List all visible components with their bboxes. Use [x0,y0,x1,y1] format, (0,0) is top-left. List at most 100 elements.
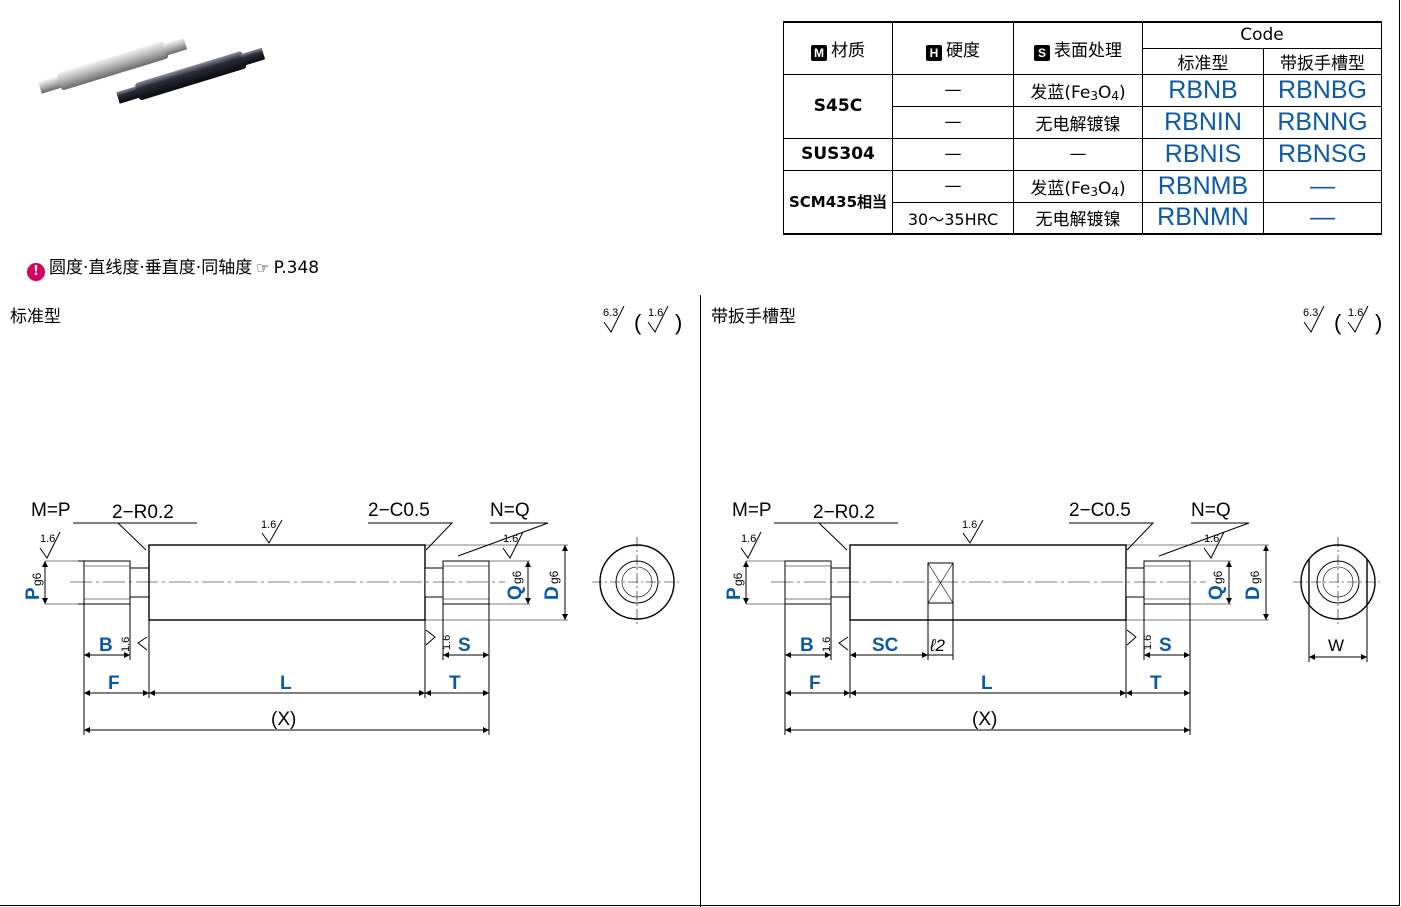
rough-16-a: 1.6 [40,533,55,545]
pointing-hand-icon: ☞ [256,259,270,277]
nq-label: N=Q [490,500,530,521]
rough-16-d: 1.6 [120,637,132,652]
warning-icon: ! [27,263,45,281]
rough-16-b: 1.6 [503,533,518,545]
q-label-r: Q [1206,585,1227,600]
sc-label: SC [872,635,899,656]
wrench-arrows [743,545,1367,733]
cell-surface: 无电解镀镍 [1013,201,1143,235]
cell-code-wrench: RBNSG [1263,137,1382,171]
rough-paren-left: 1.6 [648,307,663,319]
l-label-r: L [981,673,993,694]
table-row: SUS304 — — RBNIS RBNSG [783,137,1382,171]
d-g6: g6 [547,570,561,584]
rough-16-e: 1.6 [441,635,453,650]
cell-surface: 无电解镀镍 [1013,105,1143,139]
s-label-r: S [1159,635,1172,656]
cell-code-wrench: — [1263,201,1382,235]
product-photo [38,37,266,104]
cell-hardness: — [892,73,1014,107]
p-label-r: P [724,587,745,600]
cell-code-standard: RBNIN [1142,105,1264,139]
cell-code-wrench: RBNNG [1263,105,1382,139]
c-label: 2−C0.5 [368,500,430,521]
rough-16-c: 1.6 [261,519,276,531]
t-label: T [449,673,461,694]
p-label: P [23,587,44,600]
standard-type-drawing [44,522,682,735]
rough-16-rd: 1.6 [821,637,833,652]
cell-code-wrench: — [1263,169,1382,203]
header-code: Code [1142,21,1382,49]
cell-code-standard: RBNMN [1142,201,1264,235]
paren-close-right: ) [1375,310,1382,335]
w-label: W [1328,636,1344,655]
cell-code-standard: RBNB [1142,73,1264,107]
cell-surface: — [1013,137,1143,171]
rough-16-rc: 1.6 [962,519,977,531]
cell-material: SUS304 [783,137,893,171]
t-label-r: T [1150,673,1162,694]
cell-hardness: — [892,169,1014,203]
section-title-wrench: 带扳手槽型 [711,307,796,327]
paren-close-left: ) [675,310,682,335]
x-label-r: (X) [972,709,997,730]
rough-16-re: 1.6 [1142,635,1154,650]
wrench-type-drawing [745,522,1383,735]
r-label-r: 2−R0.2 [813,502,875,523]
q-label: Q [505,585,526,600]
cell-hardness: — [892,137,1014,171]
rough-main-right: 6.3 [1303,307,1318,319]
b-label: B [99,635,113,656]
table-row: 30～35HRC 无电解镀镍 RBNMN — [784,201,1382,235]
table-row: — 无电解镀镍 RBNIN RBNNG [784,105,1382,139]
cell-material: SCM435相当 [783,169,893,235]
nq-label-r: N=Q [1191,500,1231,521]
s-label: S [458,635,471,656]
standard-arrows [42,545,568,733]
f-label: F [108,673,120,694]
paren-open-right: ( [1334,310,1342,335]
tolerance-note: !圆度·直线度·垂直度·同轴度☞P.348 [27,253,319,281]
header-standard: 标准型 [1142,47,1264,75]
f-label-r: F [809,673,821,694]
cell-surface: 发蓝(Fe3O4) [1013,73,1143,107]
r-label: 2−R0.2 [112,502,174,523]
section-title-standard: 标准型 [10,307,61,327]
mp-label: M=P [31,500,71,521]
d-label-r: D [1243,586,1264,600]
section-divider [700,295,701,907]
rough-16-rb: 1.6 [1204,533,1219,545]
rough-paren-right: 1.6 [1348,307,1363,319]
cell-code-standard: RBNMB [1142,169,1264,203]
cell-code-wrench: RBNBG [1263,73,1382,107]
roughness-symbols [39,305,1369,651]
cell-hardness: — [892,105,1014,139]
p-g6: g6 [30,572,44,586]
p-g6-r: g6 [731,572,745,586]
x-label: (X) [271,709,296,730]
b-label-r: B [800,635,814,656]
header-wrench: 带扳手槽型 [1263,47,1382,75]
l2-label: ℓ2 [929,636,945,655]
paren-open-left: ( [634,310,642,335]
q-g6: g6 [510,570,524,584]
q-g6-r: g6 [1211,570,1225,584]
mp-label-r: M=P [732,500,772,521]
rough-16-ra: 1.6 [741,533,756,545]
table-row: SCM435相当 — 发蓝(Fe3O4) RBNMB — [783,169,1382,235]
cell-hardness: 30～35HRC [892,201,1014,235]
c-label-r: 2−C0.5 [1069,500,1131,521]
note-ref-link[interactable]: P.348 [273,258,320,278]
l-label: L [280,673,292,694]
note-text: 圆度·直线度·垂直度·同轴度 [49,258,253,278]
cell-code-standard: RBNIS [1142,137,1264,171]
d-label: D [542,586,563,600]
d-g6-r: g6 [1248,570,1262,584]
table-row: S45C — 发蓝(Fe3O4) RBNB RBNBG [783,73,1382,139]
